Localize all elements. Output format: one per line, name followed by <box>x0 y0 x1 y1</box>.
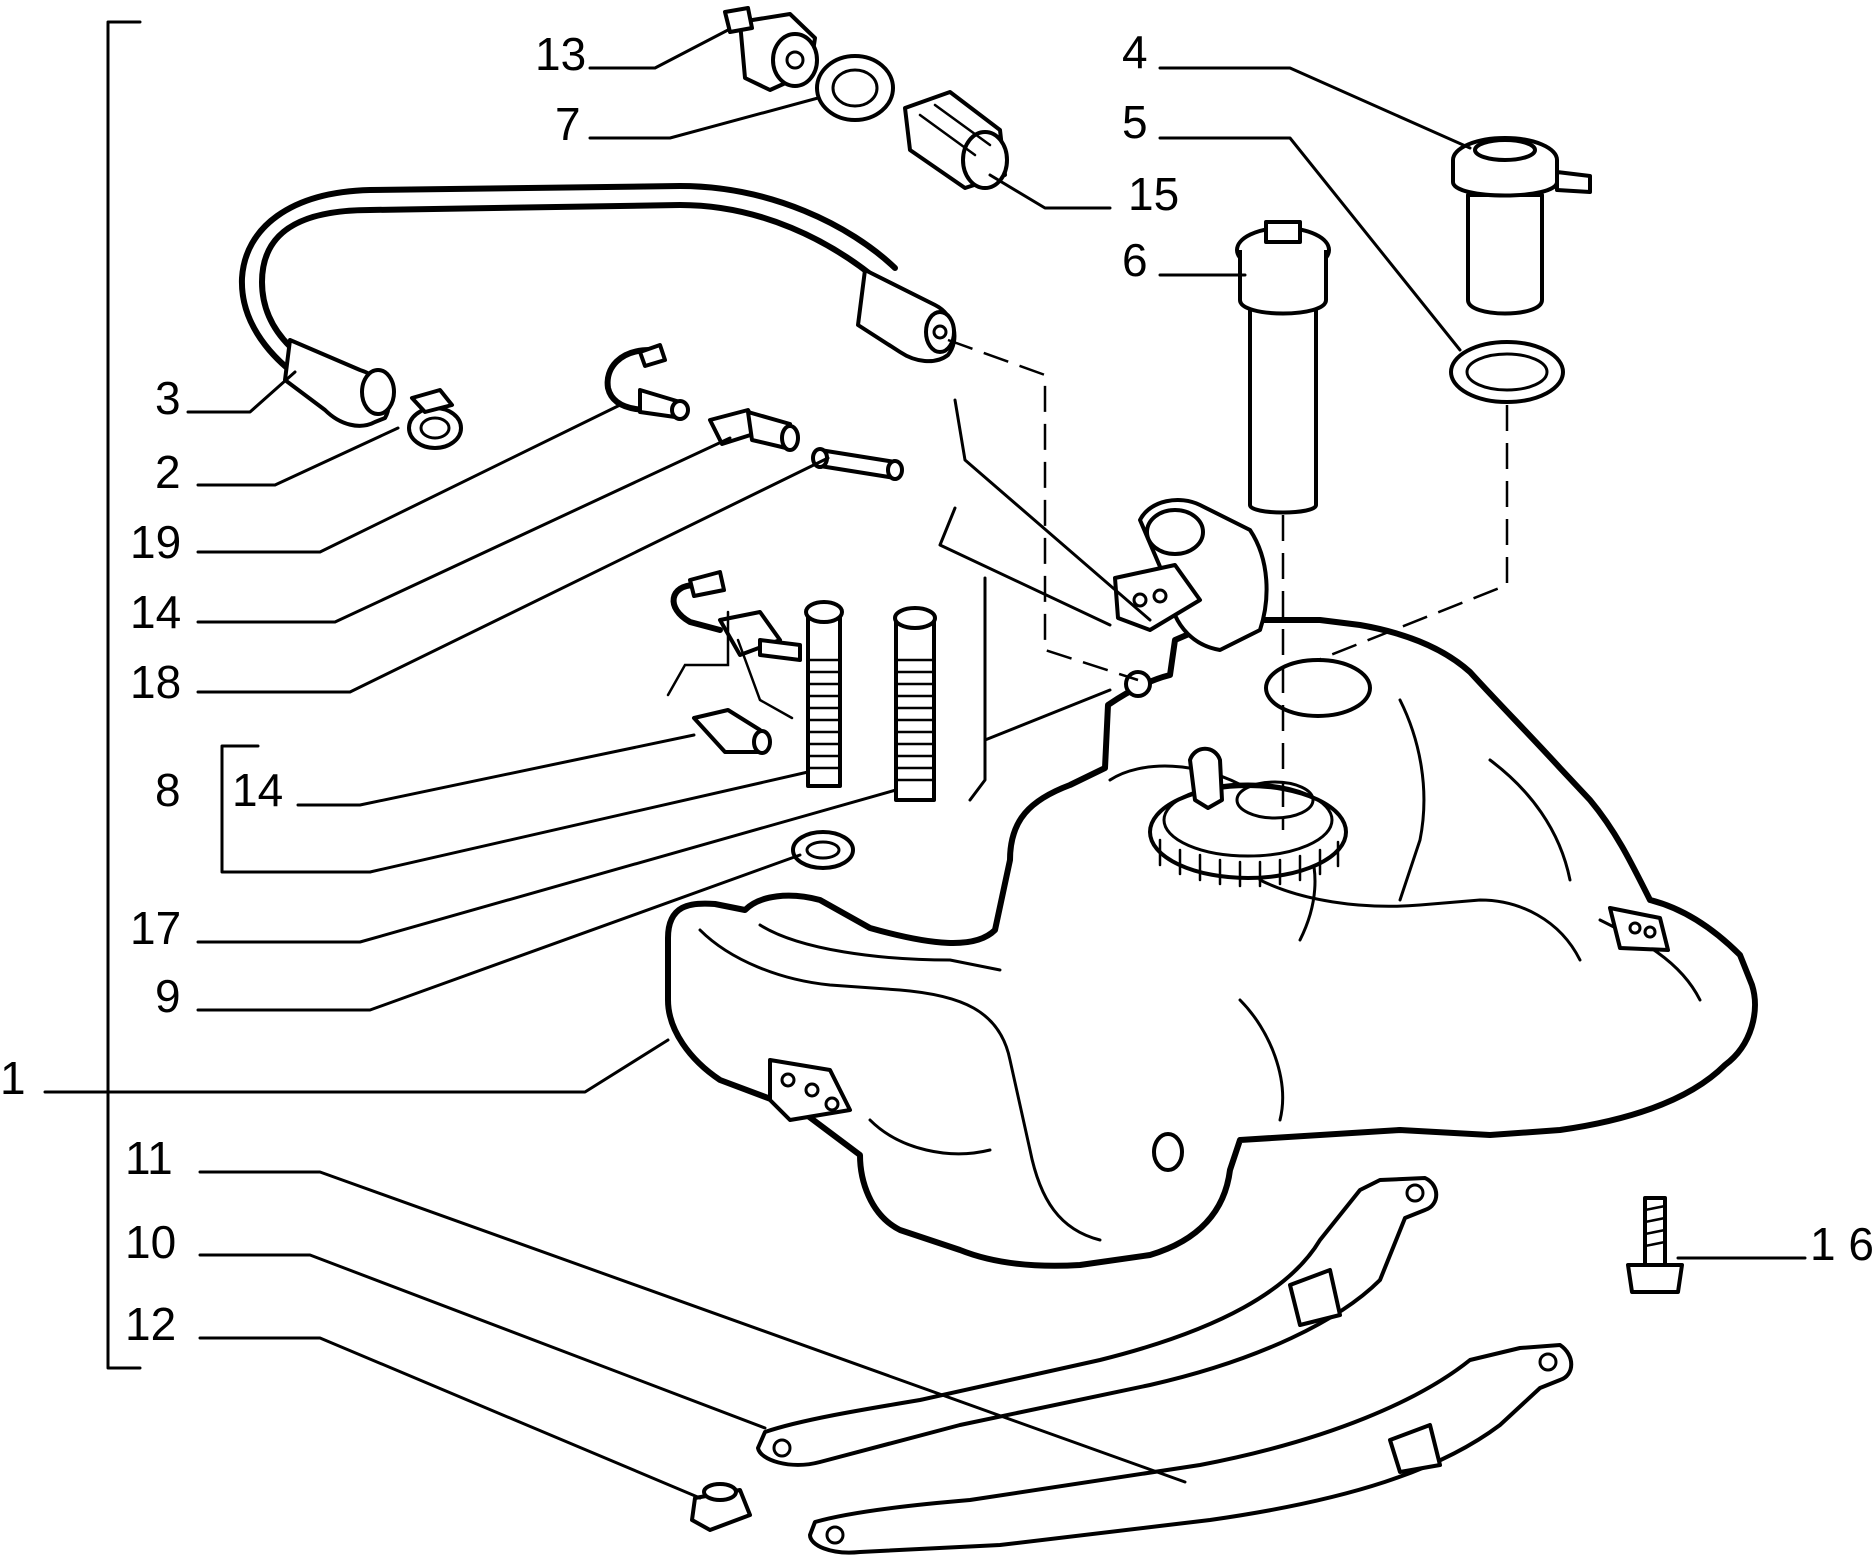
fuel-level-sender <box>1235 220 1331 515</box>
callout-8: 8 <box>155 764 181 816</box>
quick-connector-upper <box>708 408 800 452</box>
tank-strap-upper <box>756 1176 1439 1467</box>
callout-16: 1 6 <box>1810 1218 1874 1270</box>
cap-seal-ring <box>815 54 895 122</box>
callout-15: 15 <box>1128 168 1179 220</box>
assembly-bracket-1 <box>106 20 142 1370</box>
assembly-dash-pump <box>1317 405 1509 662</box>
assembly-line-18 <box>953 398 1152 622</box>
tank-strap-lower <box>808 1343 1574 1555</box>
assembly-dash-hose <box>947 338 1139 682</box>
callout-1: 1 <box>0 1052 26 1104</box>
fuel-pump <box>1451 136 1592 316</box>
callout-19: 19 <box>130 516 181 568</box>
callout-13: 13 <box>535 28 586 80</box>
callout-17: 17 <box>130 902 181 954</box>
pump-seal-ring <box>1449 340 1565 404</box>
mounting-bolt <box>1626 1196 1684 1294</box>
fuel-tank <box>665 498 1758 1269</box>
fuel-hose <box>238 183 957 428</box>
bent-fuel-pipe <box>604 343 690 421</box>
callout-14-upper: 14 <box>130 586 181 638</box>
breather-valve-assembly <box>666 570 844 788</box>
corrugated-pipe <box>893 606 937 802</box>
callout-11: 11 <box>125 1132 173 1184</box>
filler-neck-adapter <box>903 90 1009 190</box>
callout-3: 3 <box>155 372 181 424</box>
short-pipe <box>811 447 904 481</box>
callout-18: 18 <box>130 656 181 708</box>
mounting-nut <box>690 1482 752 1532</box>
callout-14-lower: 14 <box>232 764 283 816</box>
callout-9: 9 <box>155 970 181 1022</box>
assembly-line-8 <box>938 506 1112 627</box>
callout-10: 10 <box>125 1216 176 1268</box>
callout-4: 4 <box>1122 26 1148 78</box>
callout-12: 12 <box>125 1298 176 1350</box>
assembly-line-17 <box>968 576 1112 802</box>
callout-5: 5 <box>1122 96 1148 148</box>
hose-clamp <box>407 388 463 450</box>
callout-2: 2 <box>155 446 181 498</box>
callout-7: 7 <box>555 98 581 150</box>
callout-6: 6 <box>1122 234 1148 286</box>
filler-cap <box>723 6 819 92</box>
leader-lines <box>43 28 1807 1500</box>
small-clamp <box>791 830 855 870</box>
